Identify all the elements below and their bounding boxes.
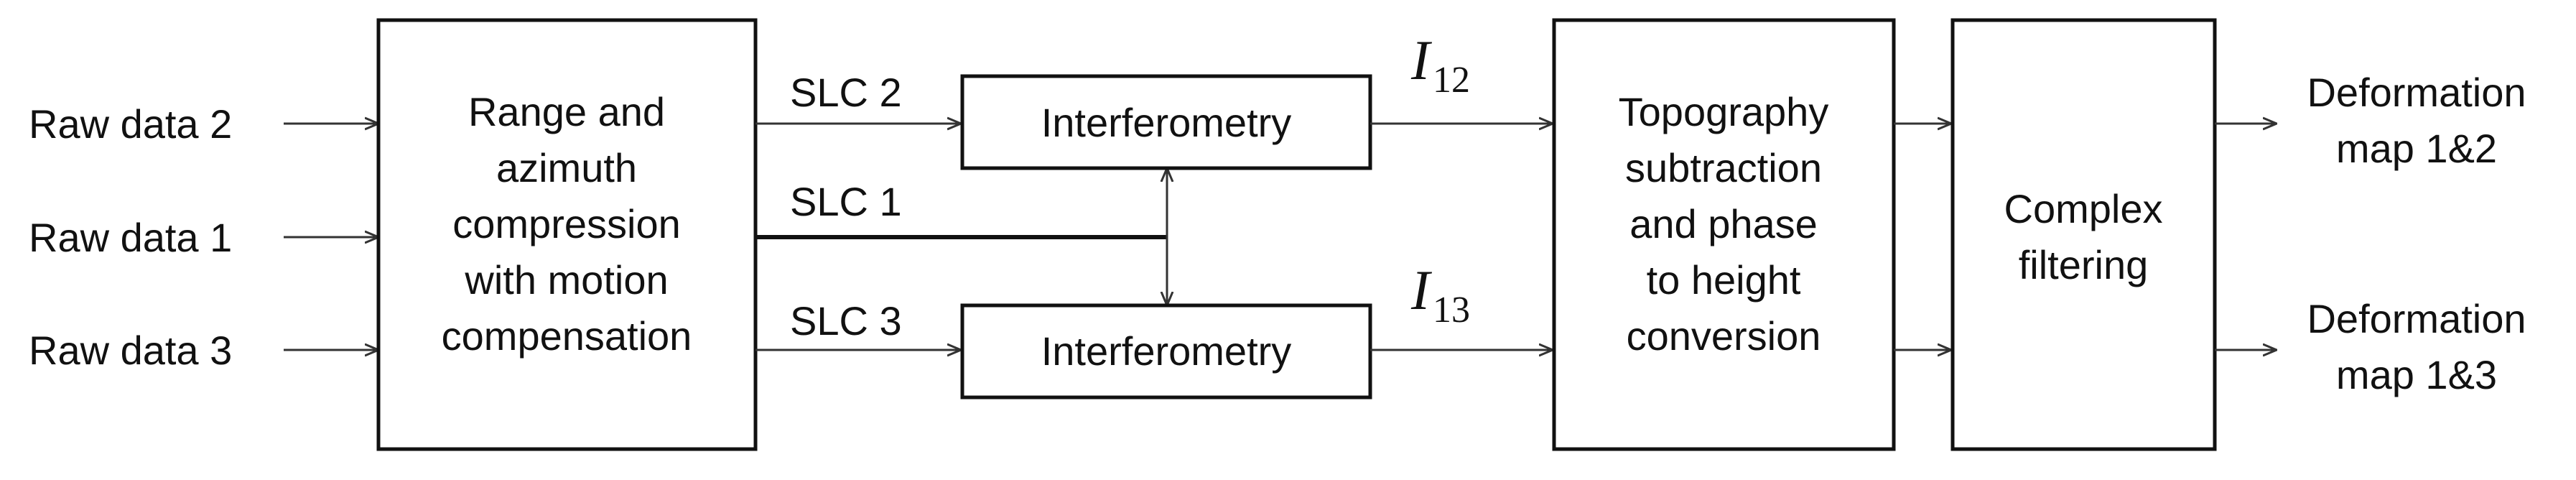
filtering-box-line-2: filtering (2019, 242, 2149, 287)
compression-box-line-3: compression (452, 201, 680, 246)
slc-2-label: SLC 2 (790, 70, 902, 115)
slc-1-label: SLC 1 (790, 179, 902, 224)
filtering-box-line-1: Complex (2004, 186, 2163, 231)
interferometry-box-top (960, 74, 1372, 170)
topography-box-line-3: and phase (1629, 201, 1818, 246)
topography-box (1552, 18, 1896, 451)
output-bottom-line-1: Deformation (2307, 296, 2526, 341)
compression-box-line-2: azimuth (496, 145, 637, 190)
interferometry-box-bottom (960, 303, 1372, 400)
slc-3-label: SLC 3 (790, 298, 902, 343)
compression-box-line-4: with motion (464, 257, 668, 303)
output-top-line-2: map 1&2 (2336, 126, 2497, 171)
complex-filtering-box (1950, 18, 2217, 451)
i12-subscript: 12 (1433, 60, 1470, 101)
compression-box (376, 18, 758, 451)
i12-base: I (1410, 29, 1433, 91)
interferometry-bottom-label: Interferometry (1041, 328, 1292, 374)
output-bottom-line-2: map 1&3 (2336, 352, 2497, 397)
i13-subscript: 13 (1433, 290, 1470, 331)
compression-box-line-1: Range and (468, 89, 665, 134)
topography-box-line-4: to height (1647, 257, 1801, 303)
topography-box-line-5: conversion (1627, 313, 1821, 359)
compression-box-line-5: compensation (442, 313, 692, 359)
topography-box-line-1: Topography (1619, 89, 1829, 134)
interferogram-i12-label: I12 (1410, 29, 1470, 101)
output-top-line-1: Deformation (2307, 70, 2526, 115)
raw-data-2-label: Raw data 2 (29, 101, 232, 147)
interferometry-top-label: Interferometry (1041, 100, 1292, 145)
interferogram-i13-label: I13 (1410, 259, 1470, 331)
raw-data-1-label: Raw data 1 (29, 215, 232, 260)
raw-data-3-label: Raw data 3 (29, 328, 232, 373)
topography-box-line-2: subtraction (1625, 145, 1822, 190)
i13-base: I (1410, 259, 1433, 321)
